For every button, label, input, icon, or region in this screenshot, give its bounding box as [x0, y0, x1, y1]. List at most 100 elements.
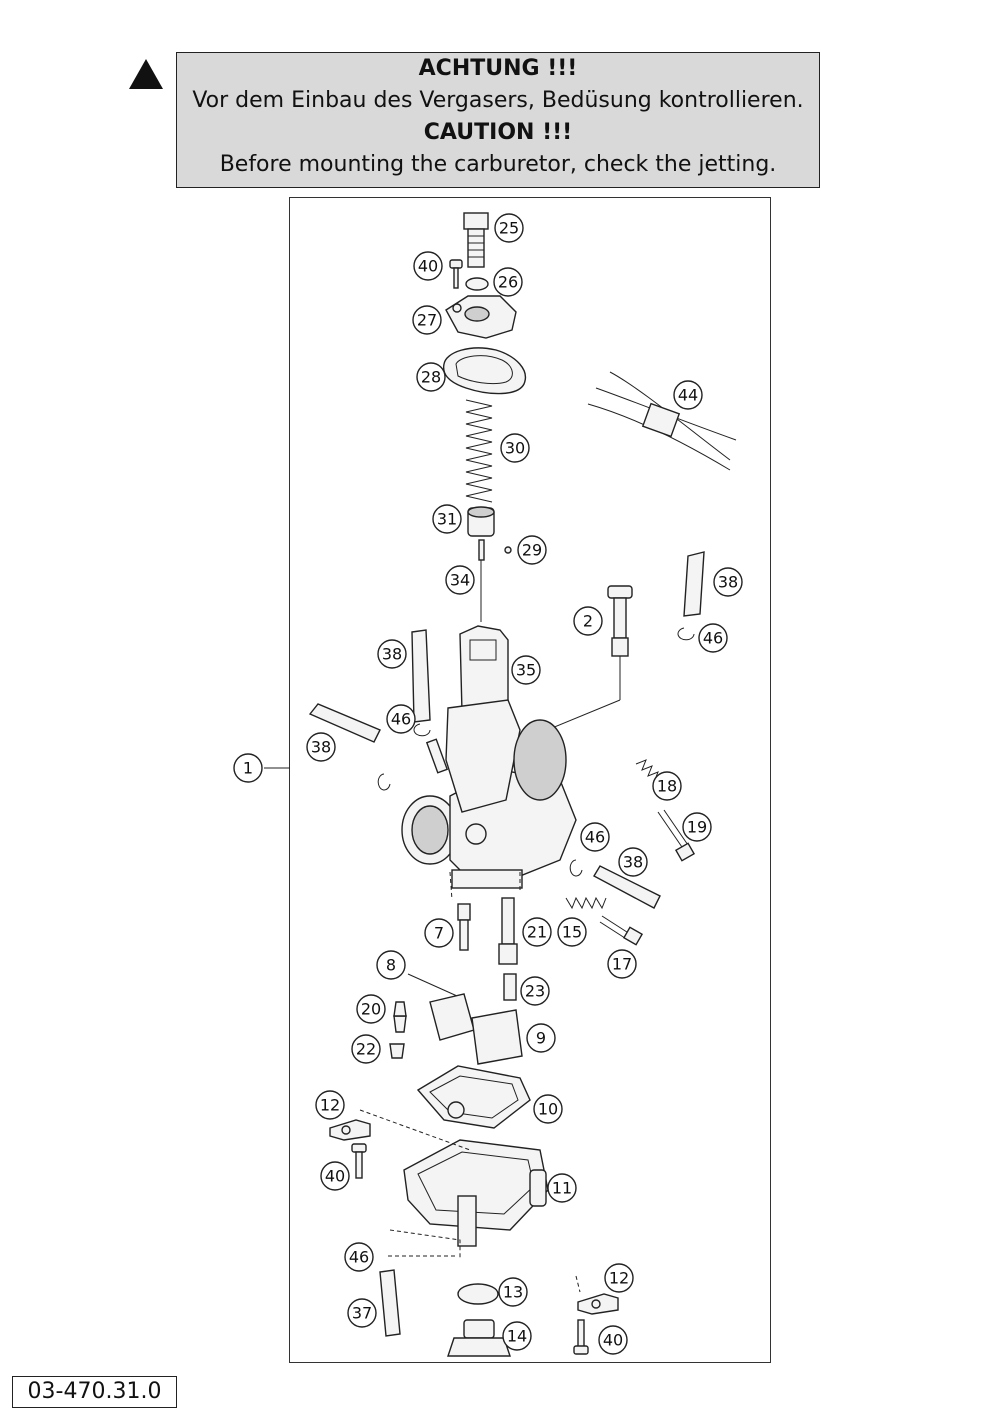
svg-text:38: 38	[718, 573, 738, 592]
clip-part-46-right	[677, 627, 695, 641]
svg-text:10: 10	[538, 1100, 558, 1119]
needle-valve-part-20	[393, 1001, 407, 1033]
svg-text:17: 17	[612, 955, 632, 974]
svg-text:9: 9	[536, 1029, 546, 1048]
hose-part-38-mid	[411, 629, 431, 723]
warning-triangle-icon	[129, 59, 163, 89]
svg-text:37: 37	[352, 1304, 372, 1323]
callout-35: 35	[511, 655, 541, 685]
hose-bundle-part-44	[587, 371, 737, 471]
callout-19: 19	[682, 812, 712, 842]
callout-46-bottom: 46	[344, 1242, 374, 1272]
main-jet-part-23	[503, 973, 517, 1001]
callout-12-bottom: 12	[604, 1263, 634, 1293]
callout-8: 8	[376, 950, 406, 980]
svg-text:22: 22	[356, 1040, 376, 1059]
svg-text:13: 13	[503, 1283, 523, 1302]
svg-text:38: 38	[382, 645, 402, 664]
callout-38-right: 38	[713, 567, 743, 597]
float-bowl-part-11	[403, 1139, 549, 1247]
callout-25: 25	[494, 213, 524, 243]
document-number: 03-470.31.0	[12, 1376, 177, 1408]
svg-text:28: 28	[421, 368, 441, 387]
warning-text-en: Before mounting the carburetor, check th…	[219, 152, 777, 177]
clip-part-46-lower	[569, 859, 583, 877]
screw-part-19	[657, 809, 696, 862]
callout-28: 28	[416, 362, 446, 392]
svg-text:40: 40	[418, 257, 438, 276]
callout-18: 18	[652, 771, 682, 801]
slide-part-35	[459, 625, 509, 713]
screw-part-40-mid	[351, 1143, 367, 1179]
spring-part-30	[465, 399, 493, 503]
svg-text:21: 21	[527, 923, 547, 942]
washer-part-26	[465, 277, 489, 291]
svg-text:14: 14	[507, 1327, 527, 1346]
drain-plug-part-14	[447, 1319, 511, 1357]
callout-40-bottom: 40	[598, 1325, 628, 1355]
warning-text-de: Vor dem Einbau des Vergasers, Bedüsung k…	[192, 88, 804, 113]
callout-46-mid: 46	[386, 704, 416, 734]
callout-15: 15	[557, 917, 587, 947]
gasket-part-10	[416, 1065, 531, 1129]
bracket-part-12-bottom	[577, 1293, 619, 1315]
svg-text:46: 46	[585, 828, 605, 847]
svg-text:2: 2	[583, 612, 593, 631]
clip-part-46-left	[377, 773, 391, 791]
screw-part-17	[599, 915, 644, 946]
gasket-part-28	[442, 347, 527, 395]
diagram-frame	[289, 197, 771, 1363]
svg-text:38: 38	[311, 738, 331, 757]
svg-text:46: 46	[391, 710, 411, 729]
cover-part-27	[445, 295, 517, 339]
clip-part-22	[389, 1043, 405, 1059]
callout-17: 17	[607, 949, 637, 979]
svg-text:40: 40	[603, 1331, 623, 1350]
svg-text:12: 12	[320, 1096, 340, 1115]
callout-23: 23	[520, 976, 550, 1006]
screw-part-40-top	[449, 259, 463, 289]
float-part-9	[429, 993, 523, 1065]
svg-text:38: 38	[623, 853, 643, 872]
svg-text:44: 44	[678, 386, 698, 405]
assembly-leader-lines	[359, 871, 581, 1293]
svg-text:31: 31	[437, 510, 457, 529]
tube-part-37	[379, 1269, 401, 1337]
callout-9: 9	[526, 1023, 556, 1053]
svg-text:46: 46	[703, 629, 723, 648]
top-cap-part-25	[463, 212, 489, 268]
callout-2: 2	[573, 606, 603, 636]
callout-44: 44	[673, 380, 703, 410]
callout-1: 1	[233, 753, 263, 783]
clip-part-29	[504, 546, 512, 554]
callout-12-top: 12	[315, 1090, 345, 1120]
callout-29: 29	[517, 535, 547, 565]
hose-part-38-left	[308, 703, 381, 743]
svg-text:25: 25	[499, 219, 519, 238]
caution-box: ACHTUNG !!! Vor dem Einbau des Vergasers…	[176, 52, 820, 188]
screw-part-40-bottom	[573, 1319, 589, 1355]
callout-7: 7	[424, 918, 454, 948]
callout-38-lower: 38	[618, 847, 648, 877]
callout-11: 11	[547, 1173, 577, 1203]
callout-46-right: 46	[698, 623, 728, 653]
callout-26: 26	[493, 267, 523, 297]
callout-20: 20	[356, 994, 386, 1024]
callout-22: 22	[351, 1034, 381, 1064]
svg-text:40: 40	[325, 1167, 345, 1186]
jet-part-7	[457, 903, 471, 951]
callout-27: 27	[412, 305, 442, 335]
callout-40-mid: 40	[320, 1161, 350, 1191]
svg-text:35: 35	[516, 661, 536, 680]
svg-text:11: 11	[552, 1179, 572, 1198]
callout-13: 13	[498, 1277, 528, 1307]
svg-text:1: 1	[243, 759, 253, 778]
carburetor-body-part-1	[264, 699, 577, 889]
warning-heading-en: CAUTION !!!	[423, 120, 573, 145]
svg-text:34: 34	[450, 571, 470, 590]
svg-text:18: 18	[657, 777, 677, 796]
callout-30: 30	[500, 433, 530, 463]
callout-37: 37	[347, 1298, 377, 1328]
callout-46-lower: 46	[580, 822, 610, 852]
